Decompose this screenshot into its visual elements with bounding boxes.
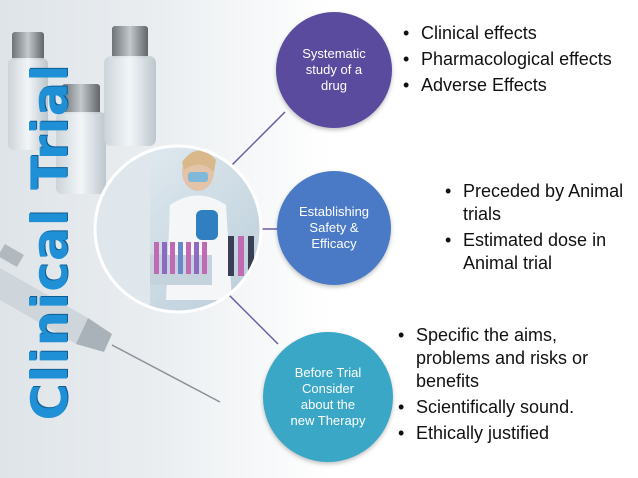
syringe [0, 243, 221, 403]
bullet-item: Specific the aims, problems and risks or… [398, 324, 633, 393]
bullet-item: Scientifically sound. [398, 396, 633, 419]
bullet-list-safety-efficacy: Preceded by Animal trials Estimated dose… [445, 180, 630, 278]
node-systematic-study-label: Systematic study of a drug [302, 46, 366, 93]
lab-photo [93, 144, 263, 314]
vial-right [104, 26, 156, 146]
bullet-list-systematic-study: Clinical effects Pharmacological effects… [403, 22, 628, 100]
vial-left [8, 32, 48, 150]
bullet-item: Preceded by Animal trials [445, 180, 630, 226]
bullet-list-before-trial: Specific the aims, problems and risks or… [398, 324, 633, 448]
connector-top [231, 111, 286, 166]
bullet-item: Estimated dose in Animal trial [445, 229, 630, 275]
vial-center [56, 84, 106, 194]
bullet-item: Ethically justified [398, 422, 633, 445]
connector-bottom [227, 293, 279, 345]
bullet-item: Adverse Effects [403, 74, 628, 97]
slide-title: Clinical Trial [21, 63, 79, 421]
node-systematic-study: Systematic study of a drug [276, 12, 392, 128]
node-before-trial: Before Trial Consider about the new Ther… [263, 332, 393, 462]
node-safety-efficacy-label: Establishing Safety & Efficacy [298, 204, 370, 251]
node-safety-efficacy: Establishing Safety & Efficacy [277, 171, 391, 285]
bullet-item: Clinical effects [403, 22, 628, 45]
node-before-trial-label: Before Trial Consider about the new Ther… [290, 365, 366, 428]
bullet-item: Pharmacological effects [403, 48, 628, 71]
